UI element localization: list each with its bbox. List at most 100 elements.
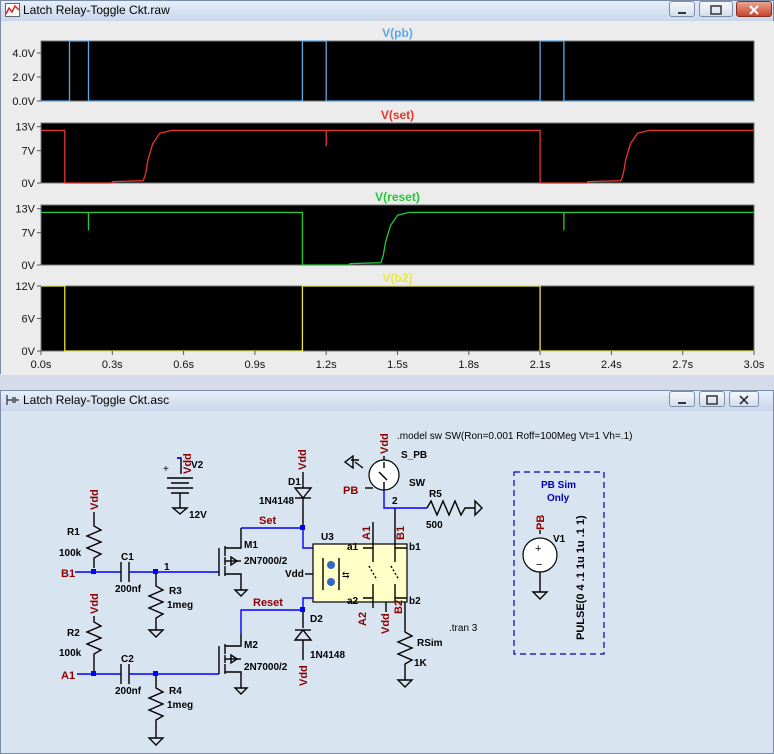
series-line bbox=[41, 40, 754, 102]
plot-pane[interactable] bbox=[40, 40, 755, 102]
d1-model: 1N4148 bbox=[259, 496, 294, 507]
node-1-label: 1 bbox=[164, 562, 170, 573]
minimize-button[interactable] bbox=[669, 391, 695, 407]
r5-resistor[interactable]: R5 500 bbox=[426, 489, 483, 531]
vdd-label: Vdd bbox=[89, 593, 101, 614]
set-net-label: Set bbox=[259, 515, 276, 527]
x-tick-label: 2.4s bbox=[601, 359, 622, 371]
pulse-spec[interactable]: PULSE(0 4 .1 1u 1u .1 1) bbox=[575, 515, 587, 640]
close-icon bbox=[749, 5, 759, 15]
plot-pane[interactable] bbox=[40, 204, 755, 266]
pb-node-label: PB bbox=[343, 485, 358, 497]
restore-button[interactable] bbox=[699, 391, 725, 407]
s-pb-switch[interactable]: Vdd PB S_PB SW 2 bbox=[343, 433, 427, 509]
close-button[interactable] bbox=[729, 391, 759, 407]
x-tick-label: 3.0s bbox=[744, 359, 765, 371]
c2-value: 200nf bbox=[115, 686, 142, 697]
d1-diode[interactable]: Vdd D1 1N4148 bbox=[259, 449, 313, 530]
v2-battery[interactable]: Vdd V2 12V + bbox=[163, 453, 207, 521]
plus-sign: + bbox=[163, 464, 169, 475]
r2-resistor[interactable]: Vdd R2 100k bbox=[59, 593, 103, 674]
junction bbox=[153, 671, 158, 676]
a1-net-label: A1 bbox=[361, 526, 373, 540]
r4-ref: R4 bbox=[169, 686, 182, 697]
vdd-label: Vdd bbox=[285, 569, 304, 580]
b1-net-label: B1 bbox=[395, 526, 407, 540]
junction bbox=[91, 569, 96, 574]
schematic-titlebar[interactable]: Latch Relay-Toggle Ckt.asc bbox=[1, 391, 773, 411]
u3-ref: U3 bbox=[321, 532, 334, 543]
r3-resistor[interactable]: R3 1meg bbox=[147, 574, 193, 638]
set-wire bbox=[302, 528, 313, 549]
y-tick-label: 7V bbox=[22, 146, 36, 158]
pin-a1: a1 bbox=[347, 542, 359, 553]
rsim-ref: RSim bbox=[417, 638, 443, 649]
plot-pane[interactable] bbox=[40, 122, 755, 184]
y-tick-label: 0V bbox=[22, 346, 36, 358]
x-tick-label: 0.3s bbox=[102, 359, 123, 371]
pb-sim-box[interactable]: PB Sim Only PB + − V1 PULSE(0 4 .1 1u 1u… bbox=[513, 471, 605, 655]
m2-mosfet[interactable]: M2 2N7000/2 bbox=[218, 634, 288, 695]
schematic-canvas[interactable]: .w{stroke:#0000ff;stroke-width:1.4;fill:… bbox=[1, 411, 773, 753]
waveform-window-title: Latch Relay-Toggle Ckt.raw bbox=[23, 3, 170, 17]
minimize-button[interactable] bbox=[669, 1, 695, 17]
close-button[interactable] bbox=[736, 1, 772, 17]
r2-ref: R2 bbox=[67, 628, 80, 639]
y-tick-label: 0V bbox=[22, 260, 36, 272]
x-tick-label: 0.0s bbox=[31, 359, 52, 371]
vdd-label: Vdd bbox=[380, 613, 392, 634]
r2-value: 100k bbox=[59, 648, 82, 659]
vdd-label: Vdd bbox=[182, 453, 194, 474]
rsim-resistor[interactable]: RSim 1K bbox=[396, 620, 443, 688]
reset-net-label: Reset bbox=[253, 597, 283, 609]
y-tick-label: 4.0V bbox=[12, 48, 35, 60]
x-tick-label: 2.1s bbox=[530, 359, 551, 371]
minimize-icon bbox=[678, 402, 686, 404]
close-icon bbox=[739, 395, 749, 405]
series-title: V(pb) bbox=[382, 26, 413, 40]
tran-directive[interactable]: .tran 3 bbox=[449, 623, 478, 634]
u3-relay[interactable]: U3 a1 a2 b1 b2 Vdd ⇆ bbox=[285, 532, 421, 607]
restore-button[interactable] bbox=[699, 1, 733, 17]
junction bbox=[91, 671, 96, 676]
r1-resistor[interactable]: Vdd R1 100k bbox=[59, 489, 103, 568]
svg-text:−: − bbox=[536, 559, 542, 571]
c2-ref: C2 bbox=[121, 654, 134, 665]
m1-mosfet[interactable]: M1 2N7000/2 Set bbox=[218, 515, 303, 597]
waveform-titlebar[interactable]: Latch Relay-Toggle Ckt.raw bbox=[1, 1, 773, 21]
junction bbox=[153, 569, 158, 574]
x-tick-label: 1.5s bbox=[387, 359, 408, 371]
schematic-window[interactable]: Latch Relay-Toggle Ckt.asc .w{stroke:#00… bbox=[0, 390, 774, 754]
m2-ref: M2 bbox=[244, 640, 258, 651]
model-directive[interactable]: .model sw SW(Ron=0.001 Roff=100Meg Vt=1 … bbox=[397, 431, 633, 442]
vdd-label: Vdd bbox=[297, 449, 309, 470]
c2-capacitor[interactable]: A1 C2 200nf bbox=[61, 654, 219, 697]
r4-resistor[interactable]: R4 1meg bbox=[147, 676, 193, 746]
pin-a2: a2 bbox=[347, 596, 359, 607]
waveform-chart[interactable]: 4.0V2.0V0.0VV(pb)13V7V0VV(set)13V7V0VV(r… bbox=[1, 21, 774, 375]
series-title: V(set) bbox=[381, 108, 414, 122]
m1-model: 2N7000/2 bbox=[244, 556, 288, 567]
vdd-label: Vdd bbox=[379, 433, 391, 454]
d2-diode[interactable]: Vdd D2 1N4148 bbox=[293, 612, 345, 686]
d1-ref: D1 bbox=[288, 477, 301, 488]
x-tick-label: 0.9s bbox=[245, 359, 266, 371]
c1-capacitor[interactable]: B1 C1 200nf 1 bbox=[61, 552, 219, 595]
b2-net-label: B2 bbox=[393, 600, 405, 614]
a1-input-label: A1 bbox=[61, 670, 75, 682]
plot-pane[interactable] bbox=[40, 285, 755, 352]
r3-ref: R3 bbox=[169, 586, 182, 597]
vdd-label: Vdd bbox=[298, 665, 310, 686]
r1-value: 100k bbox=[59, 548, 82, 559]
r5-ref: R5 bbox=[429, 489, 442, 500]
schematic-window-title: Latch Relay-Toggle Ckt.asc bbox=[23, 393, 170, 407]
a2-net-label: A2 bbox=[357, 612, 369, 626]
pin-b1: b1 bbox=[409, 542, 421, 553]
r1-ref: R1 bbox=[67, 527, 80, 538]
restore-icon bbox=[706, 395, 718, 405]
b1-input-label: B1 bbox=[61, 568, 75, 580]
y-tick-label: 13V bbox=[15, 122, 35, 134]
minimize-icon bbox=[678, 12, 686, 14]
